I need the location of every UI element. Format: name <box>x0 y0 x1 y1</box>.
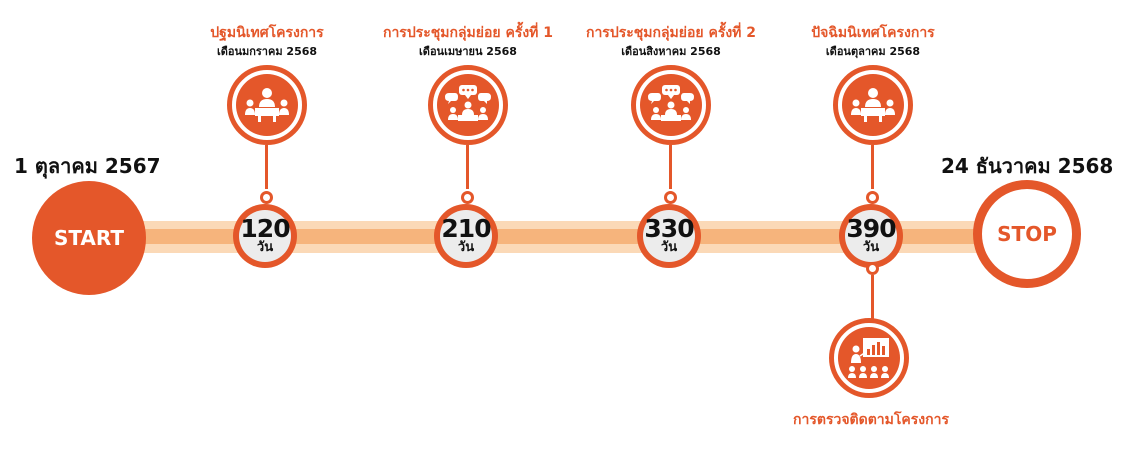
milestone-4-node: 390 วัน <box>839 204 903 268</box>
milestone-4-unit: วัน <box>862 240 880 255</box>
milestone-2-icon-circle <box>428 65 508 145</box>
start-node: START <box>32 181 146 295</box>
milestone-2-title: การประชุมกลุ่มย่อย ครั้งที่ 1 <box>382 25 554 41</box>
followup-connector <box>871 275 874 321</box>
presentation-icon <box>848 338 889 378</box>
meeting-icon <box>851 88 895 122</box>
milestone-4-date: เดือนตุลาคม 2568 <box>825 45 921 58</box>
discussion-icon <box>445 85 491 121</box>
start-date: 1 ตุลาคม 2567 <box>14 154 161 178</box>
milestone-3-unit: วัน <box>660 240 678 255</box>
milestone-3-title: การประชุมกลุ่มย่อย ครั้งที่ 2 <box>585 25 757 41</box>
milestone-1-title: ปฐมนิเทศโครงการ <box>210 25 324 41</box>
milestone-1-dot <box>260 191 273 204</box>
start-label: START <box>53 226 125 250</box>
milestone-4-days: 390 <box>846 214 896 243</box>
milestone-1-icon-circle <box>227 65 307 145</box>
stop-label: STOP <box>997 222 1057 246</box>
followup-icon-circle <box>829 318 909 398</box>
milestone-2-dot <box>461 191 474 204</box>
milestone-1-connector <box>265 145 268 189</box>
milestone-3-icon-circle <box>631 65 711 145</box>
milestone-2-date: เดือนเมษายน 2568 <box>419 45 517 58</box>
milestone-3-date: เดือนสิงหาคม 2568 <box>621 45 721 58</box>
milestone-2-unit: วัน <box>457 240 475 255</box>
followup-dot <box>866 262 879 275</box>
milestone-1-days: 120 <box>240 214 290 243</box>
milestone-1-node: 120 วัน <box>233 204 297 268</box>
milestone-3-dot <box>664 191 677 204</box>
timeline-track-inner <box>95 229 995 244</box>
meeting-icon <box>245 88 289 122</box>
milestone-4-title: ปัจฉิมนิเทศโครงการ <box>811 25 935 41</box>
milestone-4-icon-circle <box>833 65 913 145</box>
milestone-4-dot <box>866 191 879 204</box>
discussion-icon <box>648 85 694 121</box>
milestone-2-days: 210 <box>441 214 491 243</box>
milestone-2-node: 210 วัน <box>434 204 498 268</box>
milestone-3-node: 330 วัน <box>637 204 701 268</box>
stop-node: STOP <box>973 180 1081 288</box>
milestone-1-unit: วัน <box>256 240 274 255</box>
milestone-3-days: 330 <box>644 214 694 243</box>
milestone-2-connector <box>466 145 469 189</box>
milestone-1-date: เดือนมกราคม 2568 <box>216 45 318 58</box>
milestone-3-connector <box>669 145 672 189</box>
milestone-4-connector <box>871 145 874 189</box>
stop-date: 24 ธันวาคม 2568 <box>941 154 1114 178</box>
followup-title: การตรวจติดตามโครงการ <box>793 412 949 428</box>
